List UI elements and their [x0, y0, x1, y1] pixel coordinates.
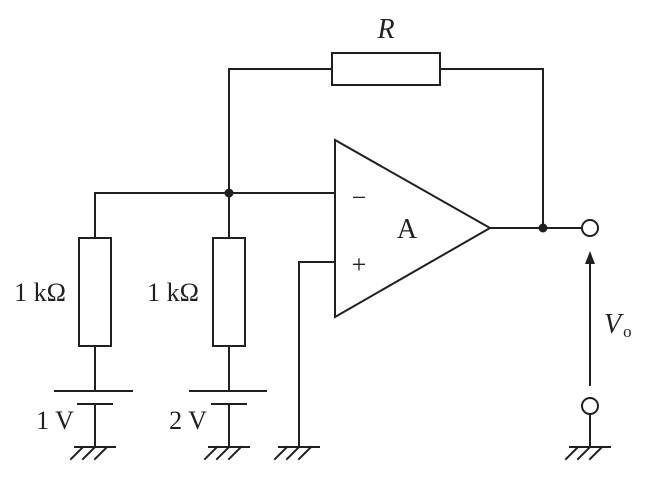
feedback-wire-left — [228, 68, 333, 194]
left-ground-icon — [69, 445, 116, 461]
middle-input-branch — [189, 192, 267, 461]
output-terminal — [581, 219, 599, 237]
left-input-branch — [54, 237, 133, 461]
middle-ground-icon — [203, 445, 250, 461]
noninverting-ground-icon — [273, 445, 320, 461]
noninverting-input-wire — [298, 261, 336, 448]
noninverting-input-sign: + — [352, 250, 367, 279]
output-ground-icon — [564, 445, 611, 461]
arrow-head-icon — [585, 251, 595, 264]
inverting-input-sign: − — [352, 183, 367, 212]
ground-terminal — [581, 397, 599, 415]
middle-resistor — [212, 237, 246, 347]
output-voltage-arrow — [585, 251, 595, 386]
noninverting-input-path — [273, 261, 336, 461]
middle-source-label: 2 V — [169, 406, 207, 435]
left-resistor — [78, 237, 112, 347]
output-ground-path — [564, 413, 611, 461]
output-junction-dot — [538, 223, 548, 233]
left-source-label: 1 V — [36, 406, 74, 435]
summing-node-wire — [94, 192, 336, 239]
feedback-resistor — [331, 52, 441, 86]
feedback-path — [228, 52, 544, 229]
left-resistor-label: 1 kΩ — [14, 278, 66, 307]
feedback-wire-right — [439, 68, 544, 229]
middle-resistor-label: 1 kΩ — [147, 278, 199, 307]
output-voltage-symbol: V — [604, 309, 624, 340]
feedback-resistor-label: R — [376, 14, 394, 45]
opamp-triangle — [334, 138, 493, 319]
output-voltage-subscript: o — [623, 322, 632, 341]
amplifier-label: A — [397, 214, 418, 245]
